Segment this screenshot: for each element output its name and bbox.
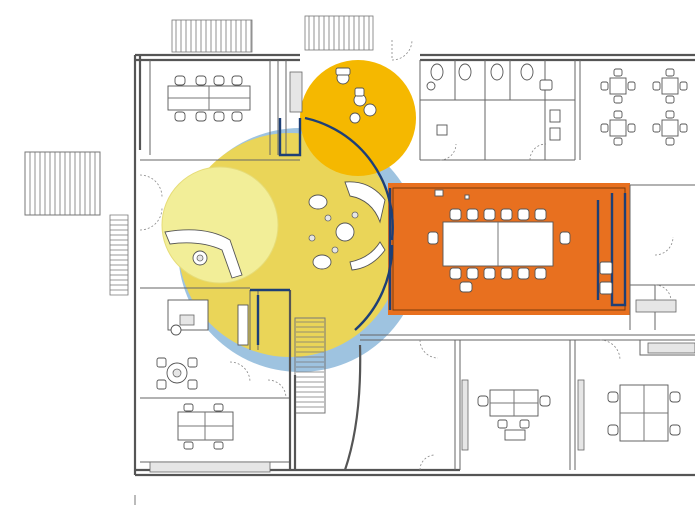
central-stair <box>296 321 324 408</box>
desk-cluster-top <box>167 71 303 122</box>
plan-details <box>134 299 695 505</box>
desk-cluster-bottom-right <box>607 384 681 442</box>
reception-desk <box>164 229 243 279</box>
top-stairs <box>171 15 374 53</box>
meeting-table <box>427 189 613 295</box>
lounge-furniture <box>308 181 386 271</box>
toilets <box>426 63 561 141</box>
cafe-tables <box>600 68 688 146</box>
doors <box>139 39 674 471</box>
desk-cluster-left-bottom <box>149 403 271 473</box>
office-left-middle <box>156 299 249 390</box>
glass-partitions <box>250 116 627 345</box>
breakout-furniture <box>335 67 377 124</box>
desk-cluster-bottom-middle <box>461 379 585 451</box>
zone-reception <box>161 166 279 284</box>
exterior-stair <box>24 151 129 296</box>
